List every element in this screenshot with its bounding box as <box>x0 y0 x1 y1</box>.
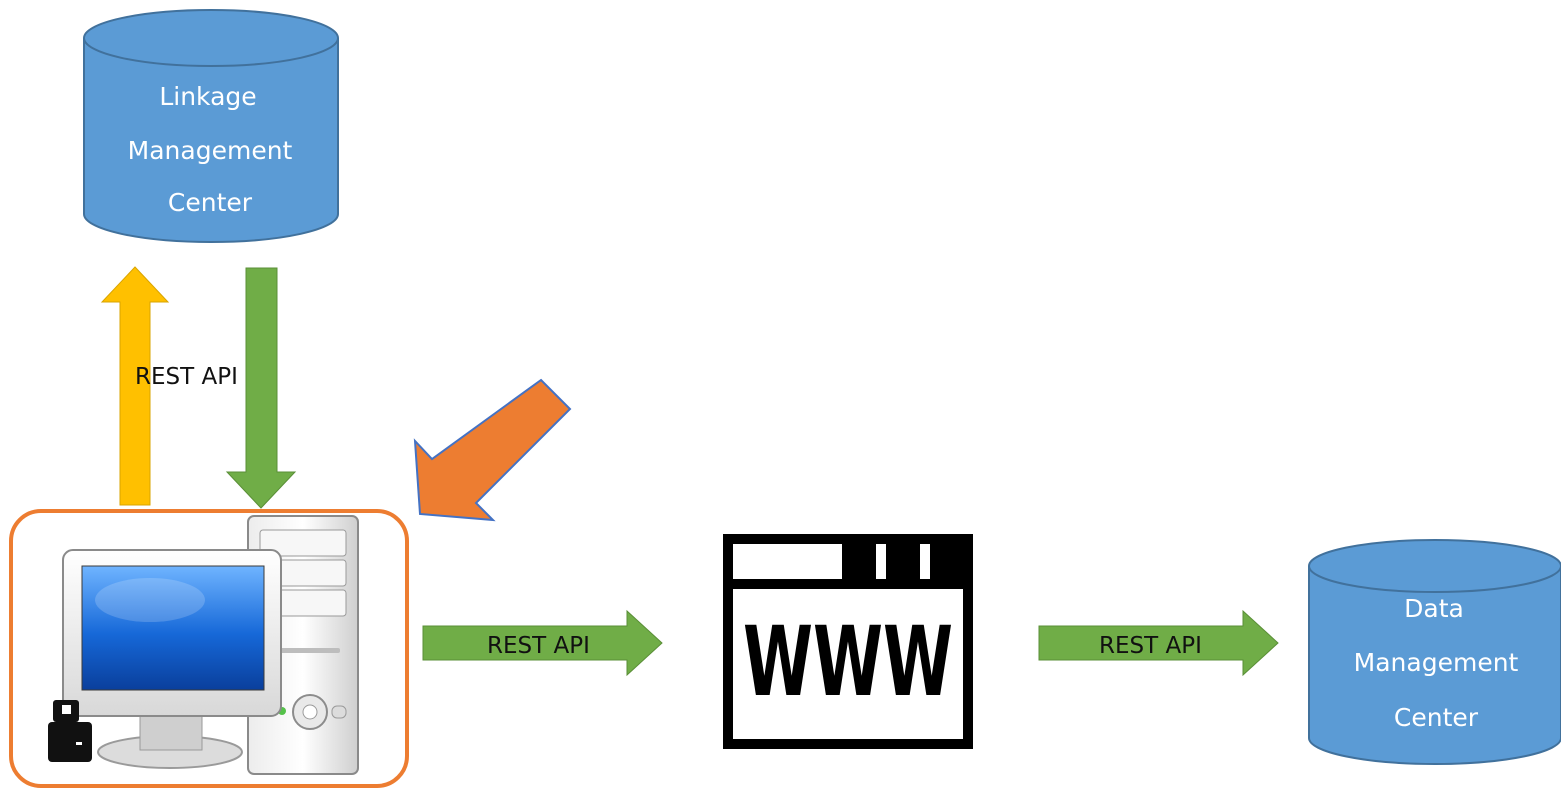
data-label-line-3: Center <box>1394 703 1479 732</box>
data-management-center: Data Management Center <box>1308 539 1561 765</box>
data-label-line-1: Data <box>1404 594 1464 623</box>
vertical-rest-api-label: REST API <box>135 364 238 390</box>
client-highlight-frame <box>9 509 409 788</box>
linkage-label-line-2: Management <box>128 136 293 165</box>
response-down-arrow <box>225 267 297 509</box>
linkage-label-line-3: Center <box>168 188 253 217</box>
database-icon <box>1308 539 1561 765</box>
linkage-management-center: Linkage Management Center <box>83 9 339 243</box>
web-to-data-arrow <box>1038 609 1279 677</box>
client-to-web-connection: REST API <box>422 609 663 677</box>
highlight-arrow-icon <box>413 378 572 522</box>
client-to-web-arrow <box>422 609 663 677</box>
web-browser-icon: WWW <box>723 534 973 749</box>
client-computer <box>9 509 409 788</box>
web-to-data-label: REST API <box>1099 633 1202 659</box>
web-www-label: WWW <box>743 606 953 718</box>
linkage-label-line-1: Linkage <box>159 82 256 111</box>
web-to-data-connection: REST API <box>1038 609 1279 677</box>
client-to-web-label: REST API <box>487 633 590 659</box>
database-icon <box>83 9 339 243</box>
request-up-arrow <box>100 266 170 506</box>
desktop-computer-icon <box>48 515 359 775</box>
data-label-line-2: Management <box>1354 648 1519 677</box>
